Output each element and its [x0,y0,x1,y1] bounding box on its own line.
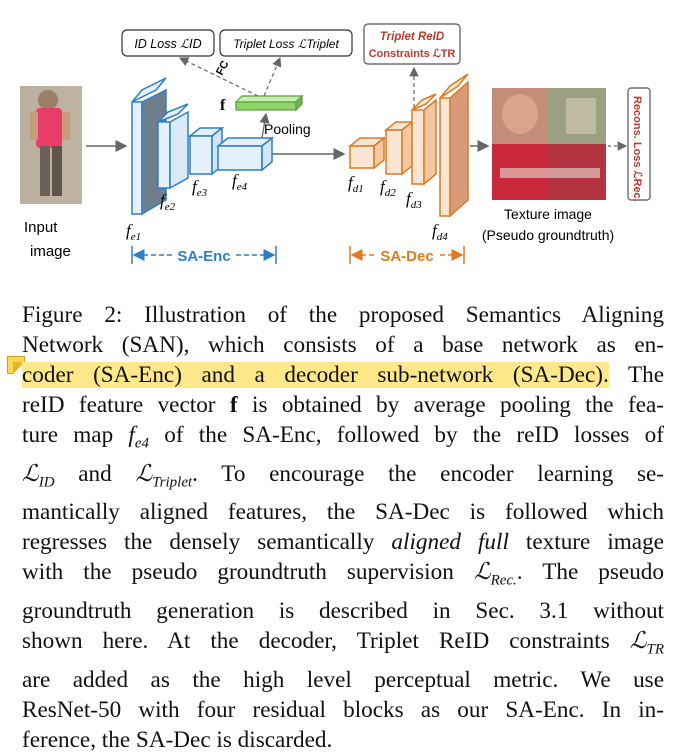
input-label-line2: image [30,243,71,260]
pooling-arrow [259,112,270,139]
caption-line: ℒID and ℒTriplet. To encourage the encod… [22,460,664,491]
highlight-annotation[interactable]: coder (SA-Enc) and a decoder sub-network… [22,362,609,388]
ltriplet-inline-sub: Triplet [152,474,193,491]
id-loss-box [121,29,215,57]
ltr-inline-sub: TR [646,641,664,658]
fd4-sub: d4 [437,231,449,243]
lid-inline: ℒID [22,460,55,491]
aligned-full-emph: aligned full [391,529,509,556]
caption-line: with the pseudo groundtruth supervision … [22,559,664,589]
fe1-sub: e1 [131,231,141,243]
triplet-reid-line1: Triplet ReID [380,31,444,43]
f-label: f [220,97,226,114]
caption-line: ture map fe4 of the SA-Enc, followed by … [22,422,664,452]
ltriplet-inline: ℒTriplet [135,460,193,491]
caption-line: regresses the densely semantically align… [22,529,664,556]
texture-label-line1: Texture image [504,206,592,222]
triplet-reid-box [363,23,461,65]
caption-line-highlighted: coder (SA-Enc) and a decoder sub-network… [22,362,665,388]
input-image [20,86,82,204]
lrec-inline-sub: Rec. [490,572,517,589]
recons-loss-box [627,87,651,201]
caption-line: mantically aligned features, the SA-Dec … [22,499,664,526]
fe3-label: fe3 [192,177,208,199]
fd4-label: fd4 [432,221,448,243]
fe4-sub: e4 [237,181,248,193]
figure-caption: Figure 2: Illustration of the proposed S… [22,300,664,755]
fd3-label: fd3 [406,189,422,211]
fe1-label: fe1 [126,221,141,243]
input-label-line1: Input [24,219,58,236]
pooling-label: Pooling [264,121,311,137]
caption-line: ResNet-50 with four residual blocks as o… [22,696,664,723]
caption-line: ference, the SA-Dec is discarded. [22,726,333,753]
fe4-inline-sub: e4 [134,435,150,452]
fe2-sub: e2 [165,201,176,213]
f-bold: f [229,392,238,418]
caption-line: shown here. At the decoder, Triplet ReID… [22,627,664,658]
fe2-label: fe2 [160,191,176,213]
fe4-inline: fe4 [128,422,150,452]
architecture-diagram: Input image [20,23,651,265]
sa-dec-label: SA-Dec [380,248,433,265]
pooled-feature-vector [234,94,304,112]
lrec-inline: ℒRec. [473,559,517,589]
fd3-sub: d3 [411,199,423,211]
caption-line: Figure 2: Illustration of the proposed S… [22,302,664,328]
caption-line: reID feature vector f is obtained by ave… [22,392,664,418]
triplet-loss-box [219,29,353,57]
fd1-sub: d1 [353,183,364,195]
fd2-label: fd2 [380,177,396,199]
encoder-blocks [131,77,275,216]
fe4-label: fe4 [232,171,248,193]
decoder-blocks [347,73,469,218]
texture-image [492,88,606,200]
recons-loss-label: Recons. Loss ℒRec. [631,96,643,202]
texture-label-line2: (Pseudo groundtruth) [482,227,614,243]
fc-arrow-id [178,57,259,97]
fc-arrow-triplet [263,56,282,97]
caption-line: groundtruth generation is described in S… [22,597,664,624]
fc-label: FC [214,59,232,78]
triplet-loss-label: Triplet Loss ℒTriplet [233,37,339,51]
fd1-label: fd1 [348,173,364,195]
caption-line: Network (SAN), which consists of a base … [22,332,664,358]
ltr-inline: ℒTR [629,627,664,658]
fe3-sub: e3 [197,187,208,199]
fd2-sub: d2 [385,187,397,199]
triplet-reid-line2: Constraints ℒTR [369,48,456,60]
caption-line: are added as the high level perceptual m… [22,666,664,693]
lid-inline-sub: ID [38,474,55,491]
architecture-figure: Input image [0,0,687,290]
sa-enc-label: SA-Enc [177,248,230,265]
id-loss-label: ID Loss ℒID [134,37,201,51]
